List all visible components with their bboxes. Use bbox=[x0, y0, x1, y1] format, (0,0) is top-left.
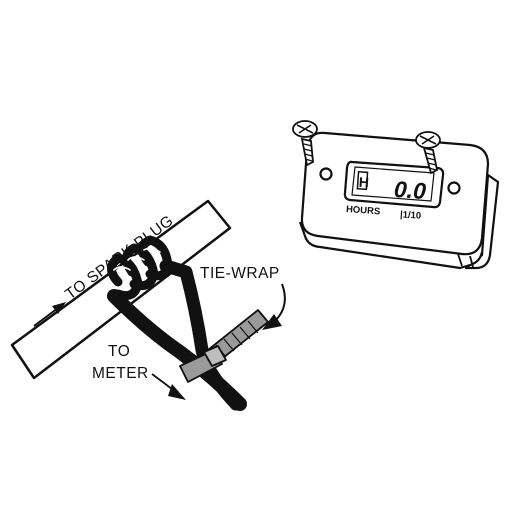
meter-notch bbox=[457, 253, 474, 268]
tie-wrap-head bbox=[203, 345, 227, 367]
screw-left bbox=[292, 120, 318, 167]
coil-highlights bbox=[113, 247, 193, 347]
meter-label-line2: METER bbox=[92, 365, 149, 382]
screw-left-thread bbox=[303, 143, 313, 162]
screw-right-thread bbox=[425, 152, 437, 171]
coil-highlight-1 bbox=[113, 266, 131, 271]
lcd-hourglass-icon: H bbox=[358, 174, 369, 191]
mounting-hole-left bbox=[319, 167, 333, 181]
coil-highlight-3 bbox=[143, 247, 161, 253]
coil-highlight-2 bbox=[127, 256, 145, 261]
sensor-wire bbox=[107, 235, 247, 411]
lcd-display: H 0.0 bbox=[356, 170, 427, 204]
tie-wrap-label: TIE-WRAP bbox=[200, 265, 280, 282]
meter-arrow bbox=[151, 373, 186, 400]
screw-left-slot bbox=[296, 124, 314, 134]
hours-label: HOURS bbox=[346, 204, 381, 217]
screw-right-slot bbox=[419, 135, 437, 145]
screw-right bbox=[415, 131, 441, 175]
hour-meter bbox=[298, 131, 500, 270]
spark-plug-arrow-head bbox=[52, 302, 66, 314]
meter-side-face bbox=[464, 173, 500, 270]
tie-wrap-arrow-head bbox=[262, 314, 282, 330]
lcd-window-inner bbox=[351, 166, 435, 202]
tie-wrap-arrow-shaft bbox=[275, 283, 286, 321]
tenths-label: |1/10 bbox=[400, 209, 422, 221]
spark-plug-arrow-shaft bbox=[33, 307, 59, 327]
lcd-hourglass-box bbox=[356, 170, 369, 191]
meter-arrow-head bbox=[168, 384, 186, 400]
wire-highlight bbox=[179, 281, 193, 347]
sensor-wire-return bbox=[159, 259, 243, 411]
sensor-wire-coil-3 bbox=[138, 235, 173, 281]
mounting-hole-right bbox=[447, 181, 461, 195]
meter-label-line1: TO bbox=[108, 343, 130, 360]
tie-wrap bbox=[179, 309, 269, 383]
tie-wrap-arrow bbox=[262, 283, 286, 330]
spark-plug-arrow bbox=[33, 302, 66, 327]
lcd-value: 0.0 bbox=[393, 176, 427, 204]
